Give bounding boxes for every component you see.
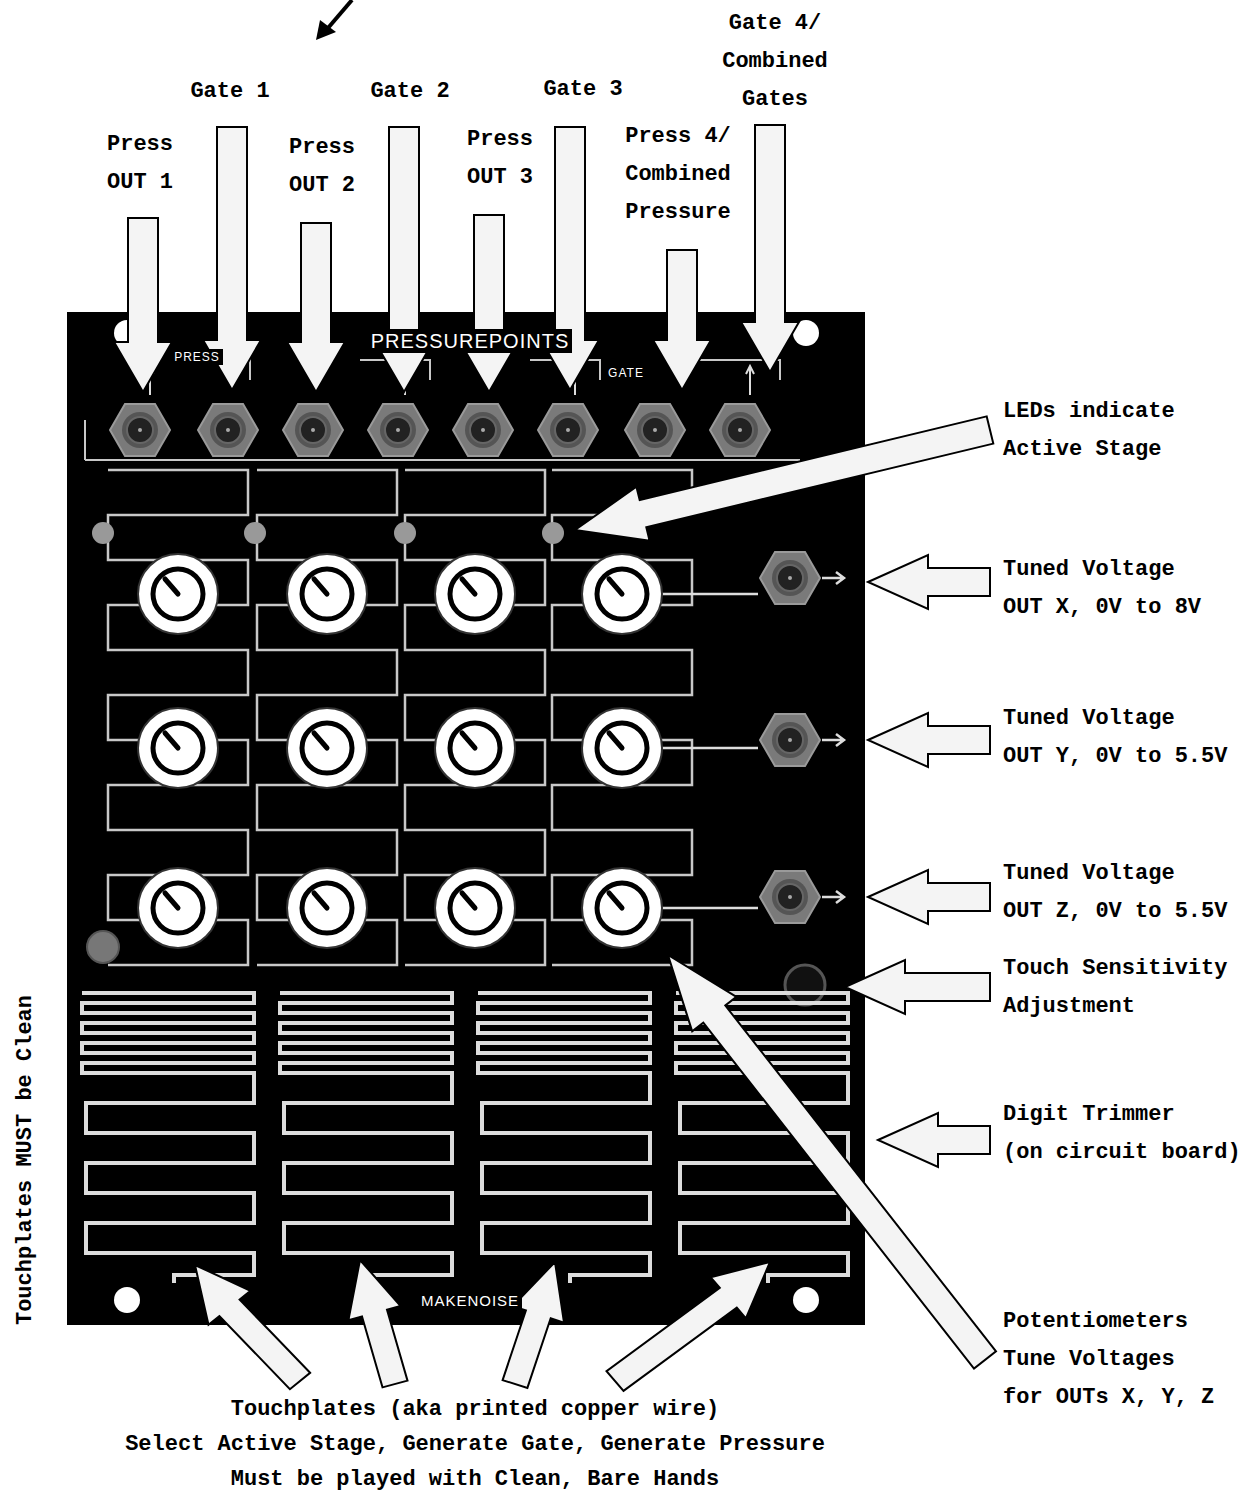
text-line: Touchplates (aka printed copper wire) (125, 1392, 825, 1427)
text-line: GATE (608, 365, 644, 381)
callout-note: Touchplates (aka printed copper wire) Se… (125, 1392, 825, 1497)
text-line: Combined (625, 156, 731, 194)
text-line: Active Stage (1003, 431, 1175, 469)
jack-callout: Gate 4/ Combined Gates (722, 5, 828, 119)
text-line: PRESSUREPOINTS (371, 329, 569, 353)
maker-logo: MAKENOISE (418, 1291, 522, 1310)
text-line: MAKENOISE (421, 1291, 519, 1310)
text-line: OUT 1 (107, 164, 173, 202)
text-line: Adjustment (1003, 988, 1227, 1026)
text-line: Pressure (625, 194, 731, 232)
text-line: Tuned Voltage (1003, 700, 1227, 738)
text-line: Gate 1 (190, 73, 269, 111)
panel-logo: PRESSUREPOINTS (368, 329, 572, 353)
text-line: Press (289, 129, 355, 167)
text-line: OUT Y, 0V to 5.5V (1003, 738, 1227, 776)
text-line: OUT X, 0V to 8V (1003, 589, 1201, 627)
callout-note: Digit Trimmer (on circuit board) (1003, 1096, 1241, 1172)
jack-callout: Gate 2 (370, 73, 449, 111)
text-line: OUT 3 (467, 159, 533, 197)
jack-callout: Press 4/ Combined Pressure (625, 118, 731, 232)
text-line: OUT 2 (289, 167, 355, 205)
text-line: Touch Sensitivity (1003, 950, 1227, 988)
jack-callout: Gate 1 (190, 73, 269, 111)
text-line: OUT Z, 0V to 5.5V (1003, 893, 1227, 931)
text-line: Must be played with Clean, Bare Hands (125, 1462, 825, 1497)
panel-legend: GATE (605, 365, 647, 381)
callout-note: LEDs indicate Active Stage (1003, 393, 1175, 469)
text-line: Gate 2 (370, 73, 449, 111)
text-line: Tuned Voltage (1003, 551, 1201, 589)
text-line: LEDs indicate (1003, 393, 1175, 431)
callout-note: Tuned Voltage OUT X, 0V to 8V (1003, 551, 1201, 627)
text-line: Touchplates MUST be Clean (11, 995, 41, 1325)
text-line: Press 4/ (625, 118, 731, 156)
front-panel (67, 312, 865, 1325)
text-line: (on circuit board) (1003, 1134, 1241, 1172)
callout-note: Tuned Voltage OUT Z, 0V to 5.5V (1003, 855, 1227, 931)
jack-callout: Press OUT 1 (107, 126, 173, 202)
text-line: Select Active Stage, Generate Gate, Gene… (125, 1427, 825, 1462)
text-line: for OUTs X, Y, Z (1003, 1379, 1214, 1417)
text-line: PRESS (174, 349, 220, 365)
callout-note: Tuned Voltage OUT Y, 0V to 5.5V (1003, 700, 1227, 776)
text-line: Tune Voltages (1003, 1341, 1214, 1379)
callout-arrows (114, 125, 996, 1391)
panel-legend: PRESS (171, 349, 223, 365)
text-line: Tuned Voltage (1003, 855, 1227, 893)
text-line: Potentiometers (1003, 1303, 1214, 1341)
side-note: Touchplates MUST be Clean (11, 995, 41, 1325)
text-line: Combined (722, 43, 828, 81)
text-line: Digit Trimmer (1003, 1096, 1241, 1134)
callout-note: Touch Sensitivity Adjustment (1003, 950, 1227, 1026)
text-line: Press (107, 126, 173, 164)
jack-callout: Gate 3 (543, 71, 622, 109)
text-line: Gate 3 (543, 71, 622, 109)
callout-note: Potentiometers Tune Voltages for OUTs X,… (1003, 1303, 1214, 1417)
jack-callout: Press OUT 2 (289, 129, 355, 205)
text-line: Gates (722, 81, 828, 119)
jack-callout: Press OUT 3 (467, 121, 533, 197)
text-line: Press (467, 121, 533, 159)
text-line: Gate 4/ (722, 5, 828, 43)
